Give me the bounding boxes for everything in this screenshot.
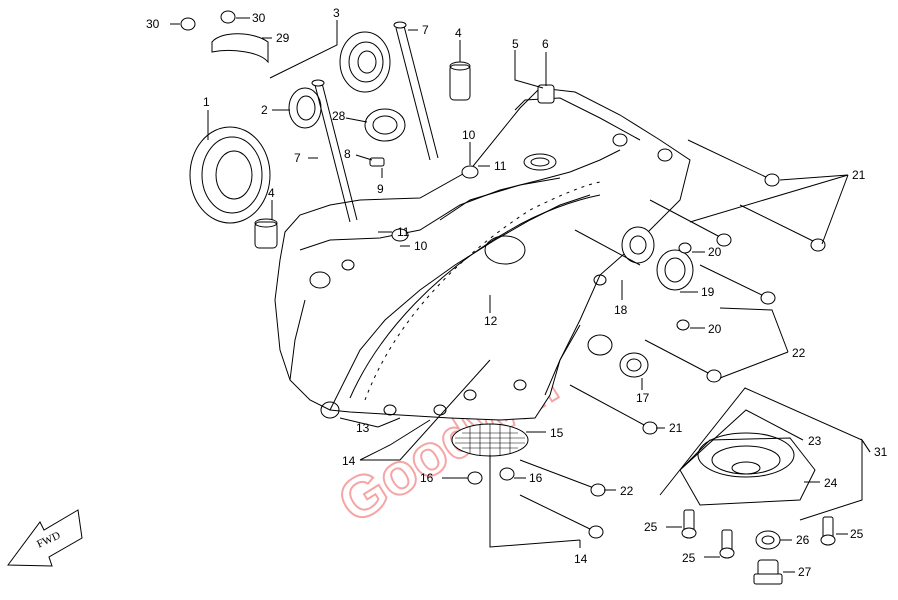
callout-2: 2: [261, 103, 268, 117]
bolt-25-right: [820, 516, 836, 546]
leader-lines: [170, 17, 871, 573]
callout-17: 17: [636, 391, 650, 405]
callout-28: 28: [332, 109, 346, 123]
bolt-21-a: [687, 139, 780, 187]
callout-24: 24: [824, 476, 838, 490]
callout-16-right: 16: [529, 471, 543, 485]
bolt-21-b: [739, 204, 826, 252]
callout-21-upper: 21: [852, 168, 866, 182]
bearing-small: [288, 87, 322, 129]
pin-small: [369, 157, 385, 167]
callout-12: 12: [484, 314, 498, 328]
strainer-cover-assembly: [679, 432, 816, 506]
drain-plug-27: [753, 559, 783, 585]
callout-14-left: 14: [342, 454, 356, 468]
callout-27: 27: [798, 565, 812, 579]
fwd-label: FWD: [35, 529, 62, 550]
callout-22-bottom: 22: [620, 484, 634, 498]
bolt-18-long: [574, 229, 641, 266]
stud-bolt-long: [393, 21, 439, 161]
callout-23: 23: [808, 434, 822, 448]
callout-11-upper: 11: [494, 159, 507, 173]
bolt-25-mid: [719, 529, 735, 559]
callout-7-mid: 7: [294, 151, 301, 165]
bolt-20-upper: [678, 242, 692, 254]
bushing-17: [619, 352, 649, 378]
bolt-22-b: [699, 264, 776, 305]
callout-26: 26: [796, 533, 810, 547]
callout-10-lower: 10: [414, 239, 428, 253]
forward-direction-arrow-icon: FWD: [7, 509, 83, 567]
callout-1: 1: [203, 95, 210, 109]
callout-25-mid: 25: [682, 551, 696, 565]
bearing-18: [621, 226, 655, 264]
callout-11-lower: 11: [397, 225, 410, 239]
bolt-16-right: [499, 467, 515, 481]
bearing-upper: [339, 31, 391, 93]
callout-18: 18: [614, 303, 628, 317]
callout-20-upper: 20: [708, 245, 722, 259]
callout-21-lower: 21: [669, 421, 683, 435]
callout-16-left: 16: [420, 471, 434, 485]
callout-9: 9: [377, 182, 384, 196]
callout-3: 3: [333, 6, 340, 20]
bolt-22-a: [649, 199, 732, 247]
callout-15: 15: [550, 426, 564, 440]
dowel-pin-upper: [449, 61, 471, 101]
callout-6: 6: [542, 37, 549, 51]
bolt-25-left: [681, 509, 697, 539]
washer-26: [755, 530, 781, 550]
bolt-10-upper: [461, 165, 479, 179]
stud-bolt-short: [311, 79, 358, 223]
callout-4-top: 4: [455, 26, 462, 40]
callout-20-lower: 20: [708, 322, 722, 336]
bolt-10-lower: [391, 228, 409, 242]
callout-5: 5: [512, 37, 519, 51]
callout-30-left: 30: [146, 17, 160, 31]
callout-25-right: 25: [850, 527, 864, 541]
callout-13: 13: [356, 421, 370, 435]
callout-30-right: 30: [252, 11, 266, 25]
bolt-20-lower: [676, 319, 690, 331]
bolt-22-c: [644, 339, 722, 383]
dowel-pin-lower: [254, 218, 278, 249]
callout-8: 8: [344, 147, 351, 161]
callout-25-left: 25: [644, 520, 658, 534]
callout-22-right: 22: [792, 346, 806, 360]
callout-19: 19: [701, 285, 715, 299]
bearing-large: [189, 126, 271, 224]
screw-30-right: [220, 10, 236, 24]
callout-29: 29: [276, 31, 290, 45]
callout-7-top: 7: [422, 23, 429, 37]
callout-14-bottom: 14: [574, 552, 588, 566]
bolt-14: [519, 494, 604, 539]
oil-strainer: [451, 423, 529, 457]
oil-seal-housing: [656, 249, 694, 291]
callout-labels: 30 30 29 3 7 4 5 6 1 2 28 10 11 8 7 9 4 …: [146, 6, 888, 579]
bolt-16-left: [467, 471, 483, 485]
callout-10-upper: 10: [462, 128, 476, 142]
retaining-clip: [211, 33, 269, 64]
callout-4-mid: 4: [268, 186, 275, 200]
seal-ring: [364, 108, 406, 142]
callout-31: 31: [874, 445, 888, 459]
screw-30-left: [180, 17, 196, 31]
crankcase-half: [274, 87, 691, 421]
